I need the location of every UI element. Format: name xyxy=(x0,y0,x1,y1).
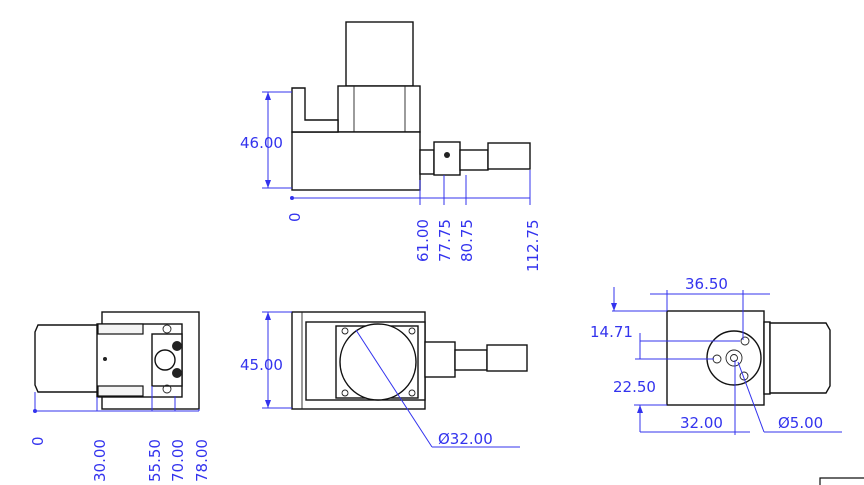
motor xyxy=(769,322,831,394)
bracket xyxy=(291,87,339,133)
front-ordinate-0: 0 xyxy=(286,212,304,222)
side-ordinate-2: 55.50 xyxy=(146,439,164,482)
end-width-dimension: 36.50 xyxy=(685,275,728,293)
flange-disc xyxy=(706,330,762,386)
end-hole-dimension: Ø5.00 xyxy=(778,414,823,432)
motor xyxy=(345,21,414,87)
front-height-dimension: 46.00 xyxy=(240,134,283,152)
coupling xyxy=(433,141,461,176)
front-ordinate-4: 112.75 xyxy=(524,220,542,273)
front-view: 46.00 0 61.00 77.75 80.75 112.75 xyxy=(240,21,542,273)
side-view: 0 30.00 55.50 70.00 78.00 xyxy=(29,311,211,482)
knob xyxy=(487,142,531,170)
top-height-dimension: 45.00 xyxy=(240,356,283,374)
side-ordinate-4: 78.00 xyxy=(193,439,211,482)
end-view: 36.50 14.71 22.50 32.00 Ø5.00 xyxy=(590,275,842,435)
bore xyxy=(339,323,417,401)
end-center-dimension: 32.00 xyxy=(680,414,723,432)
side-ordinate-1: 30.00 xyxy=(91,439,109,482)
front-ordinate-1: 61.00 xyxy=(414,219,432,262)
title-block-corner xyxy=(819,477,864,485)
end-offset-dimension: 14.71 xyxy=(590,323,633,341)
side-ordinate-3: 70.00 xyxy=(169,439,187,482)
side-ordinate-0: 0 xyxy=(29,436,47,446)
front-ordinate-3: 80.75 xyxy=(458,219,476,262)
front-ordinate-2: 77.75 xyxy=(436,219,454,262)
top-diameter-dimension: Ø32.00 xyxy=(438,430,493,448)
top-view: 45.00 Ø32.00 xyxy=(240,311,528,448)
motor-flange xyxy=(337,85,421,133)
body xyxy=(291,131,421,191)
motor xyxy=(34,324,99,393)
end-height-dimension: 22.50 xyxy=(613,378,656,396)
